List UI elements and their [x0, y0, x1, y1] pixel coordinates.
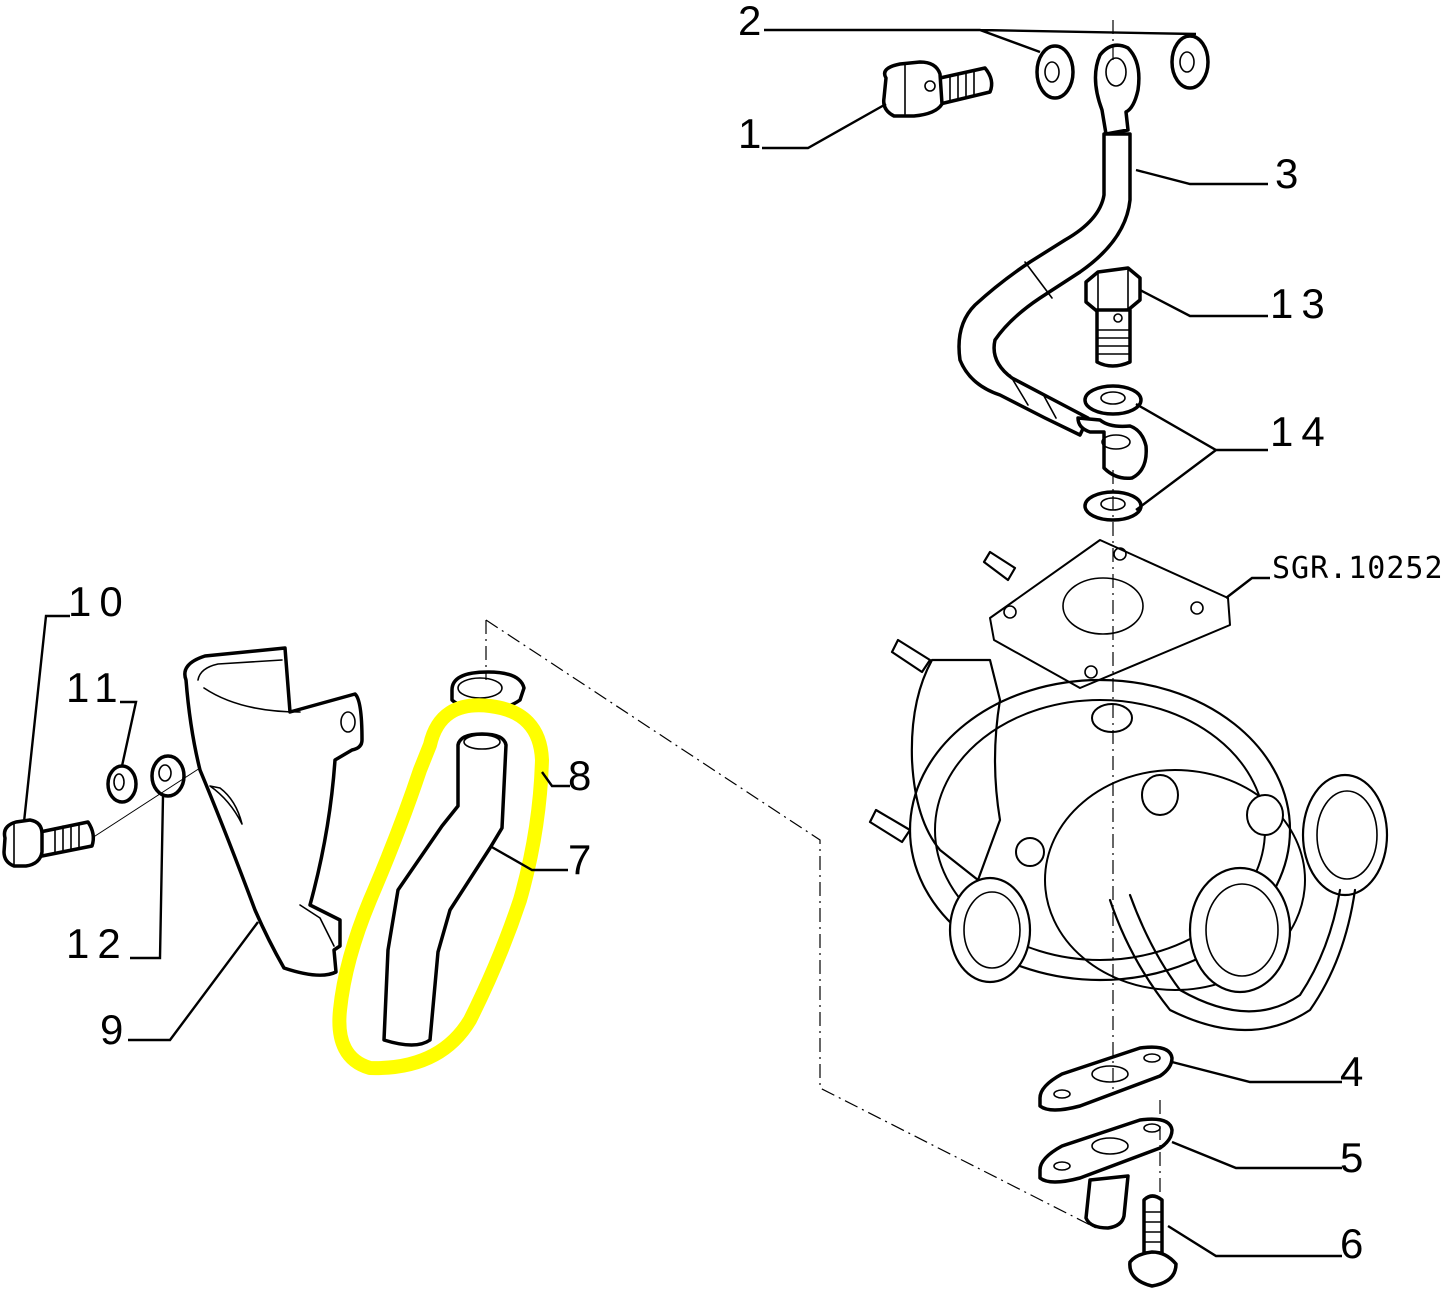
- washer-part-11[interactable]: [106, 764, 138, 804]
- sealing-washer-part-2[interactable]: [1035, 34, 1210, 100]
- drain-flange-part-5[interactable]: [1038, 1117, 1174, 1230]
- oil-feed-pipe-part-3[interactable]: [957, 43, 1148, 481]
- callout-12: 12: [66, 920, 129, 967]
- callout-2: 2: [738, 0, 769, 44]
- heat-shield-part-9[interactable]: [183, 646, 364, 977]
- callout-1: 1: [738, 110, 769, 157]
- leader-lines: [22, 28, 1342, 1258]
- highlight-outline-part-7: [332, 698, 549, 1076]
- callout-7: 7: [568, 836, 599, 883]
- drawing-reference-code: SGR.10252: [1272, 551, 1444, 586]
- callout-14: 14: [1270, 408, 1333, 455]
- hose-part-7[interactable]: [382, 732, 508, 1047]
- washer-part-12[interactable]: [150, 754, 186, 798]
- bolt-part-10[interactable]: [2, 818, 96, 868]
- callout-6: 6: [1340, 1220, 1371, 1267]
- callout-8: 8: [568, 752, 599, 799]
- callout-13: 13: [1270, 280, 1333, 327]
- gasket-part-4[interactable]: [1038, 1045, 1174, 1112]
- callout-5: 5: [1340, 1134, 1371, 1181]
- callout-4: 4: [1340, 1048, 1371, 1095]
- banjo-bolt-part-13[interactable]: [1084, 266, 1142, 368]
- turbocharger-body: [868, 539, 1389, 1031]
- banjo-bolt-part-1[interactable]: [881, 60, 994, 118]
- callout-9: 9: [100, 1006, 131, 1053]
- callout-11: 11: [66, 664, 126, 711]
- screw-part-6[interactable]: [1128, 1194, 1178, 1288]
- callout-10: 10: [68, 578, 131, 625]
- callout-3: 3: [1275, 150, 1306, 197]
